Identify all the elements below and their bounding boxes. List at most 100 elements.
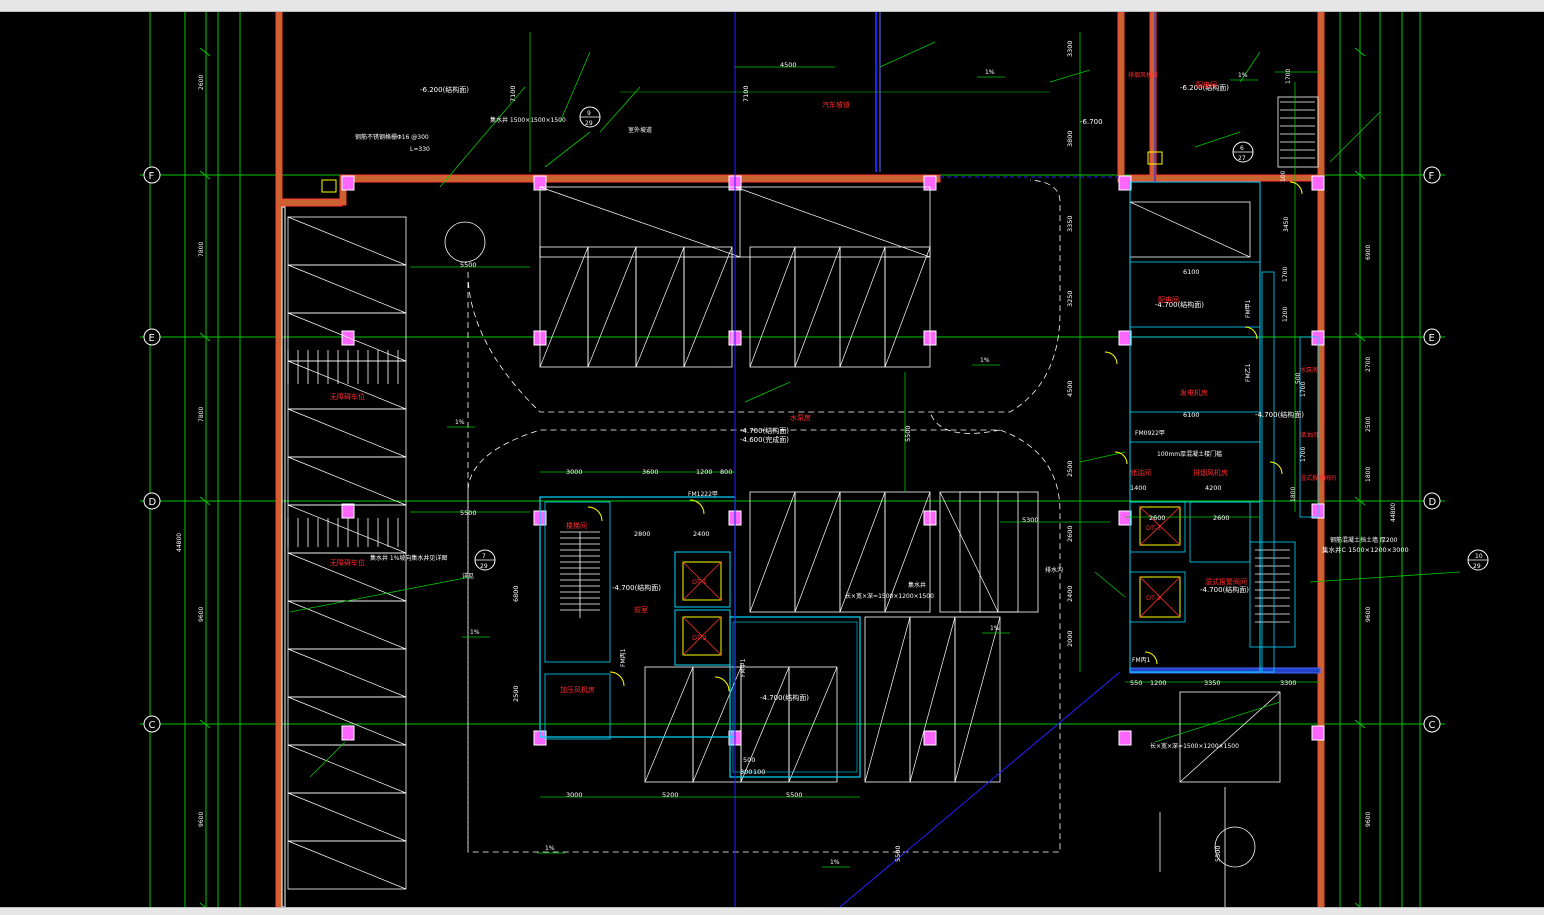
stall-diagonal	[909, 616, 956, 783]
right-dim: 1800	[1365, 467, 1372, 482]
dim-text: 1200	[1150, 679, 1167, 687]
room-label: 配电间	[1158, 295, 1179, 304]
fan-room	[544, 673, 611, 740]
inner-right-dim: 1700	[1300, 382, 1307, 397]
dim-text: 3300	[1066, 40, 1074, 57]
elevator-id: DT-1	[692, 578, 707, 586]
elevation-label: -4.700(结构面)	[1155, 300, 1204, 309]
service-block-outline	[1129, 181, 1261, 673]
parking-stall	[1179, 691, 1281, 783]
dim-tick	[1354, 47, 1366, 57]
axis-label-E: E	[1429, 333, 1435, 344]
dim-tick	[199, 496, 211, 506]
detail-ref-bottom: 29	[480, 563, 488, 570]
pump-room-inner	[732, 621, 858, 773]
stall-diagonal	[794, 491, 841, 613]
fixture-circle	[1214, 826, 1256, 868]
room-label: 储油间	[1300, 431, 1318, 439]
stall-diagonal	[287, 744, 407, 794]
stall-diagonal	[287, 312, 407, 362]
dim-text: 5500	[904, 425, 912, 442]
inner-right-dim: 3450	[1283, 217, 1290, 232]
service-room	[1129, 336, 1261, 413]
dim-text: 1200	[696, 468, 713, 476]
inner-right-dim: 1700	[1282, 267, 1289, 282]
inner-right-dim: 1800	[1290, 487, 1297, 502]
dim-text: 3000	[566, 791, 583, 799]
dim-tick	[199, 902, 206, 907]
elevator-car-4	[1139, 576, 1181, 618]
parking-stall	[954, 616, 1001, 783]
axis-bubble	[1423, 166, 1441, 184]
stall-diagonal	[884, 246, 931, 368]
room-label: 汽车坡道	[822, 100, 850, 109]
stall-diagonal	[839, 491, 886, 613]
dim-text: 6100	[1183, 411, 1200, 419]
inner-right-dim: 500	[1295, 372, 1302, 384]
dim-text: 3350	[1066, 215, 1074, 232]
status-bar	[0, 907, 1544, 915]
leader-line	[544, 131, 591, 168]
dim-text: 500	[743, 756, 755, 764]
dim-text: 5500	[460, 509, 477, 517]
leader-line	[1239, 51, 1261, 83]
room-label: 排烟风机房	[1128, 71, 1158, 79]
room-label: 储油间	[1130, 468, 1151, 477]
leader-line	[559, 51, 591, 123]
door-tag: FM甲1	[740, 658, 747, 677]
slope-label: 1%	[470, 629, 480, 636]
parking-stall	[979, 491, 1039, 613]
elevator-car-3	[1139, 506, 1181, 546]
dim-text: 5300	[1022, 516, 1039, 524]
left-dim: 7800	[198, 242, 205, 257]
elevation-label: -6.700	[1080, 118, 1103, 126]
leader-line	[1154, 701, 1281, 743]
elevation-label: -6.200(结构面)	[1180, 83, 1229, 92]
stall-diagonal	[939, 491, 999, 613]
axis-label-F: F	[149, 171, 155, 182]
stall-diagonal	[749, 246, 796, 368]
axis-bubble	[1423, 715, 1441, 733]
dim-text: 3350	[1204, 679, 1221, 687]
dim-tick	[1354, 902, 1361, 907]
leader-line	[1194, 131, 1241, 148]
room-label: 水泵房	[1300, 366, 1318, 374]
stall-diagonal	[788, 666, 838, 783]
door-tag: FM丙1	[1132, 657, 1151, 664]
left-dim: 7800	[198, 407, 205, 422]
stair-top-right	[1277, 96, 1319, 168]
stall-diagonal	[587, 246, 637, 368]
room-label: 水泵房	[790, 413, 811, 422]
inner-right-dim: 100	[1280, 170, 1287, 182]
room-label: 排烟风机房	[1193, 468, 1228, 477]
fixture-circle	[444, 221, 486, 263]
elevation-label: -4.600(完成面)	[740, 435, 789, 444]
dim-text: 7100	[742, 85, 750, 102]
note-text: 长×宽×深=1500×1200×1500	[845, 592, 934, 600]
service-room	[1129, 501, 1186, 553]
stall-diagonal	[794, 246, 841, 368]
leader-line	[309, 741, 346, 778]
structural-column	[923, 730, 937, 746]
right-dim: 9600	[1365, 812, 1372, 827]
slope-label: 1%	[830, 859, 840, 866]
stall-diagonal	[683, 246, 733, 368]
axis-bubble	[1423, 328, 1441, 346]
detail-ref-bottom: 27	[1238, 155, 1246, 162]
door-swing	[1114, 451, 1128, 465]
elevator-x	[682, 616, 722, 656]
dim-text: 4500	[1066, 380, 1074, 397]
door-swing	[609, 671, 625, 687]
door-swing	[1144, 651, 1158, 665]
elevation-label: -4.700(结构面)	[612, 583, 661, 592]
marker-box	[321, 179, 337, 193]
elevation-label: -4.700(结构面)	[1255, 410, 1304, 419]
dim-tick	[1354, 332, 1366, 342]
structural-column	[1118, 730, 1132, 746]
stall-diagonal	[287, 600, 407, 650]
note-text: 集水井 1500×1500×1500	[490, 116, 566, 124]
stall-diagonal	[884, 491, 931, 613]
parking-stall	[884, 246, 931, 368]
